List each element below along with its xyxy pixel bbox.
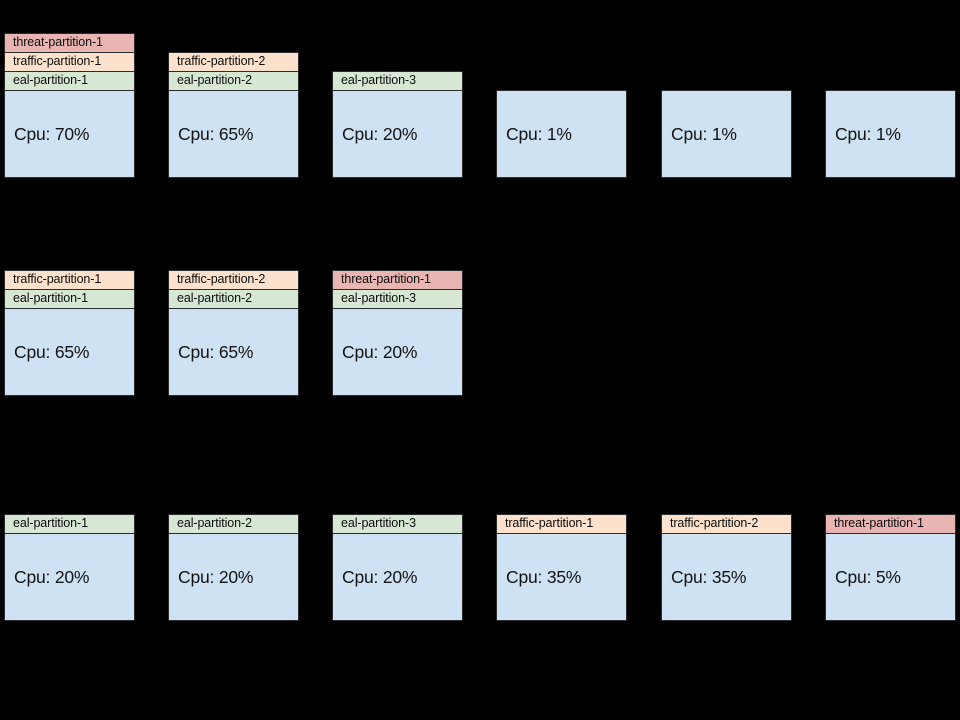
card-body: Cpu: 65% [169, 91, 298, 177]
cpu-usage-label: Cpu: 65% [178, 341, 254, 362]
partition-header-eal[interactable]: eal-partition-1 [5, 515, 134, 534]
partition-header-eal[interactable]: eal-partition-2 [169, 72, 298, 91]
cpu-usage-label: Cpu: 20% [342, 341, 418, 362]
card-body: Cpu: 65% [169, 309, 298, 395]
partition-header-eal[interactable]: eal-partition-3 [333, 515, 462, 534]
partition-header-traffic[interactable]: traffic-partition-2 [169, 53, 298, 72]
cpu-usage-label: Cpu: 20% [342, 566, 418, 587]
partition-header-eal[interactable]: eal-partition-1 [5, 290, 134, 309]
partition-header-traffic[interactable]: traffic-partition-2 [662, 515, 791, 534]
cpu-usage-label: Cpu: 65% [178, 123, 254, 144]
cpu-usage-label: Cpu: 5% [835, 566, 901, 587]
cpu-usage-label: Cpu: 1% [671, 123, 737, 144]
card-body: Cpu: 35% [662, 534, 791, 620]
partition-header-traffic[interactable]: traffic-partition-1 [497, 515, 626, 534]
partition-card[interactable]: Cpu: 1% [496, 90, 627, 178]
partition-header-traffic[interactable]: traffic-partition-1 [5, 271, 134, 290]
cpu-usage-label: Cpu: 20% [14, 566, 90, 587]
cpu-usage-label: Cpu: 65% [14, 341, 90, 362]
partition-header-threat[interactable]: threat-partition-1 [826, 515, 955, 534]
partition-header-threat[interactable]: threat-partition-1 [5, 34, 134, 53]
partition-header-eal[interactable]: eal-partition-3 [333, 72, 462, 91]
card-body: Cpu: 1% [497, 91, 626, 177]
cpu-usage-label: Cpu: 35% [506, 566, 582, 587]
partition-header-eal[interactable]: eal-partition-3 [333, 290, 462, 309]
partition-card[interactable]: Cpu: 1% [825, 90, 956, 178]
card-body: Cpu: 20% [5, 534, 134, 620]
card-body: Cpu: 20% [333, 91, 462, 177]
card-body: Cpu: 5% [826, 534, 955, 620]
partition-header-threat[interactable]: threat-partition-1 [333, 271, 462, 290]
card-body: Cpu: 35% [497, 534, 626, 620]
cpu-usage-label: Cpu: 70% [14, 123, 90, 144]
cpu-usage-label: Cpu: 35% [671, 566, 747, 587]
partition-card[interactable]: Cpu: 1% [661, 90, 792, 178]
card-body: Cpu: 20% [169, 534, 298, 620]
card-body: Cpu: 20% [333, 534, 462, 620]
card-body: Cpu: 70% [5, 91, 134, 177]
partition-header-eal[interactable]: eal-partition-1 [5, 72, 134, 91]
partition-header-traffic[interactable]: traffic-partition-1 [5, 53, 134, 72]
card-body: Cpu: 65% [5, 309, 134, 395]
partition-header-traffic[interactable]: traffic-partition-2 [169, 271, 298, 290]
partition-header-eal[interactable]: eal-partition-2 [169, 290, 298, 309]
cpu-usage-label: Cpu: 20% [342, 123, 418, 144]
cpu-usage-label: Cpu: 1% [506, 123, 572, 144]
card-body: Cpu: 1% [662, 91, 791, 177]
card-body: Cpu: 20% [333, 309, 462, 395]
cpu-usage-label: Cpu: 1% [835, 123, 901, 144]
card-body: Cpu: 1% [826, 91, 955, 177]
partition-header-eal[interactable]: eal-partition-2 [169, 515, 298, 534]
cpu-usage-label: Cpu: 20% [178, 566, 254, 587]
